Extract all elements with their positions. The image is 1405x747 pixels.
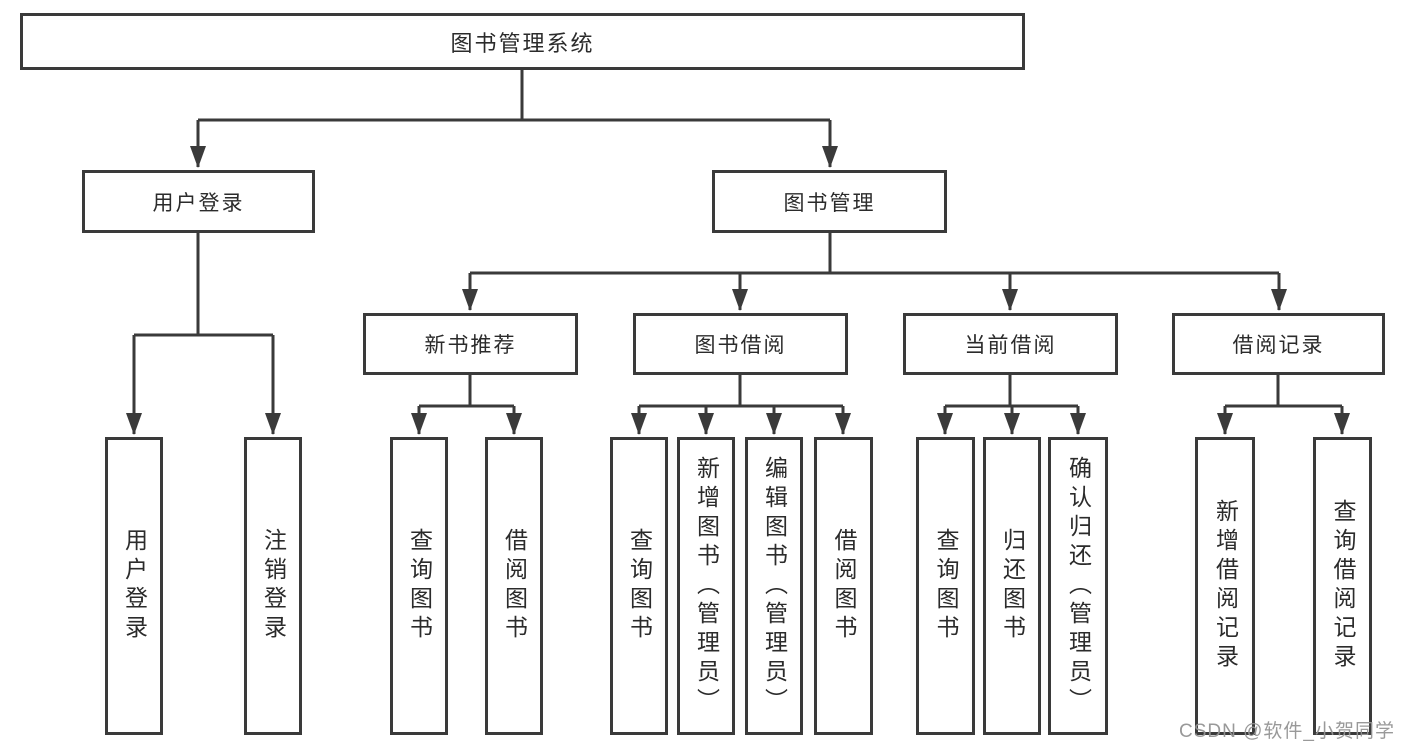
- connector-book-management-trunk: [470, 233, 1279, 275]
- node-borrow-books-recommend: 借阅图书: [485, 437, 543, 735]
- node-borrow-records: 借阅记录: [1172, 313, 1385, 375]
- node-label: 新增借阅记录: [1212, 499, 1239, 673]
- node-query-borrow-record: 查询借阅记录: [1313, 437, 1372, 735]
- node-current-borrow: 当前借阅: [903, 313, 1118, 375]
- node-root: 图书管理系统: [20, 13, 1025, 70]
- connector-root-trunk: [198, 70, 830, 122]
- node-query-books-borrow: 查询图书: [610, 437, 668, 735]
- csdn-watermark: CSDN @软件_小贺同学: [1179, 721, 1395, 742]
- node-label: 查询借阅记录: [1330, 499, 1356, 673]
- node-add-borrow-record: 新增借阅记录: [1195, 437, 1255, 735]
- node-label: 确认归还（管理员）: [1065, 455, 1092, 717]
- node-add-books-admin: 新增图书（管理员）: [677, 437, 735, 735]
- node-label: 借阅图书: [501, 528, 528, 644]
- node-label: 归还图书: [999, 528, 1026, 644]
- connector-new-book-recommend-trunk: [419, 375, 514, 408]
- node-query-books-recommend: 查询图书: [390, 437, 448, 735]
- connector-book-borrow-trunk: [639, 375, 843, 408]
- node-label: 编辑图书（管理员）: [761, 455, 788, 717]
- node-new-book-recommend: 新书推荐: [363, 313, 578, 375]
- node-label: 用户登录: [121, 528, 148, 644]
- node-book-borrow: 图书借阅: [633, 313, 848, 375]
- node-return-books: 归还图书: [983, 437, 1041, 735]
- node-user-login: 用户登录: [82, 170, 315, 233]
- node-confirm-return-admin: 确认归还（管理员）: [1048, 437, 1108, 735]
- node-query-books-current: 查询图书: [916, 437, 975, 735]
- node-logout-action: 注销登录: [244, 437, 302, 735]
- node-user-login-action: 用户登录: [105, 437, 163, 735]
- connector-user-login-trunk: [134, 233, 273, 337]
- node-borrow-books: 借阅图书: [814, 437, 873, 735]
- node-book-management: 图书管理: [712, 170, 947, 233]
- node-edit-books-admin: 编辑图书（管理员）: [745, 437, 803, 735]
- node-label: 查询图书: [933, 528, 959, 644]
- node-label: 注销登录: [260, 528, 287, 644]
- node-label: 新增图书（管理员）: [693, 455, 720, 717]
- node-label: 查询图书: [626, 528, 653, 644]
- connector-current-borrow-trunk: [945, 375, 1078, 408]
- connector-borrow-records-trunk: [1225, 375, 1342, 408]
- node-label: 借阅图书: [831, 528, 857, 644]
- node-label: 查询图书: [406, 528, 433, 644]
